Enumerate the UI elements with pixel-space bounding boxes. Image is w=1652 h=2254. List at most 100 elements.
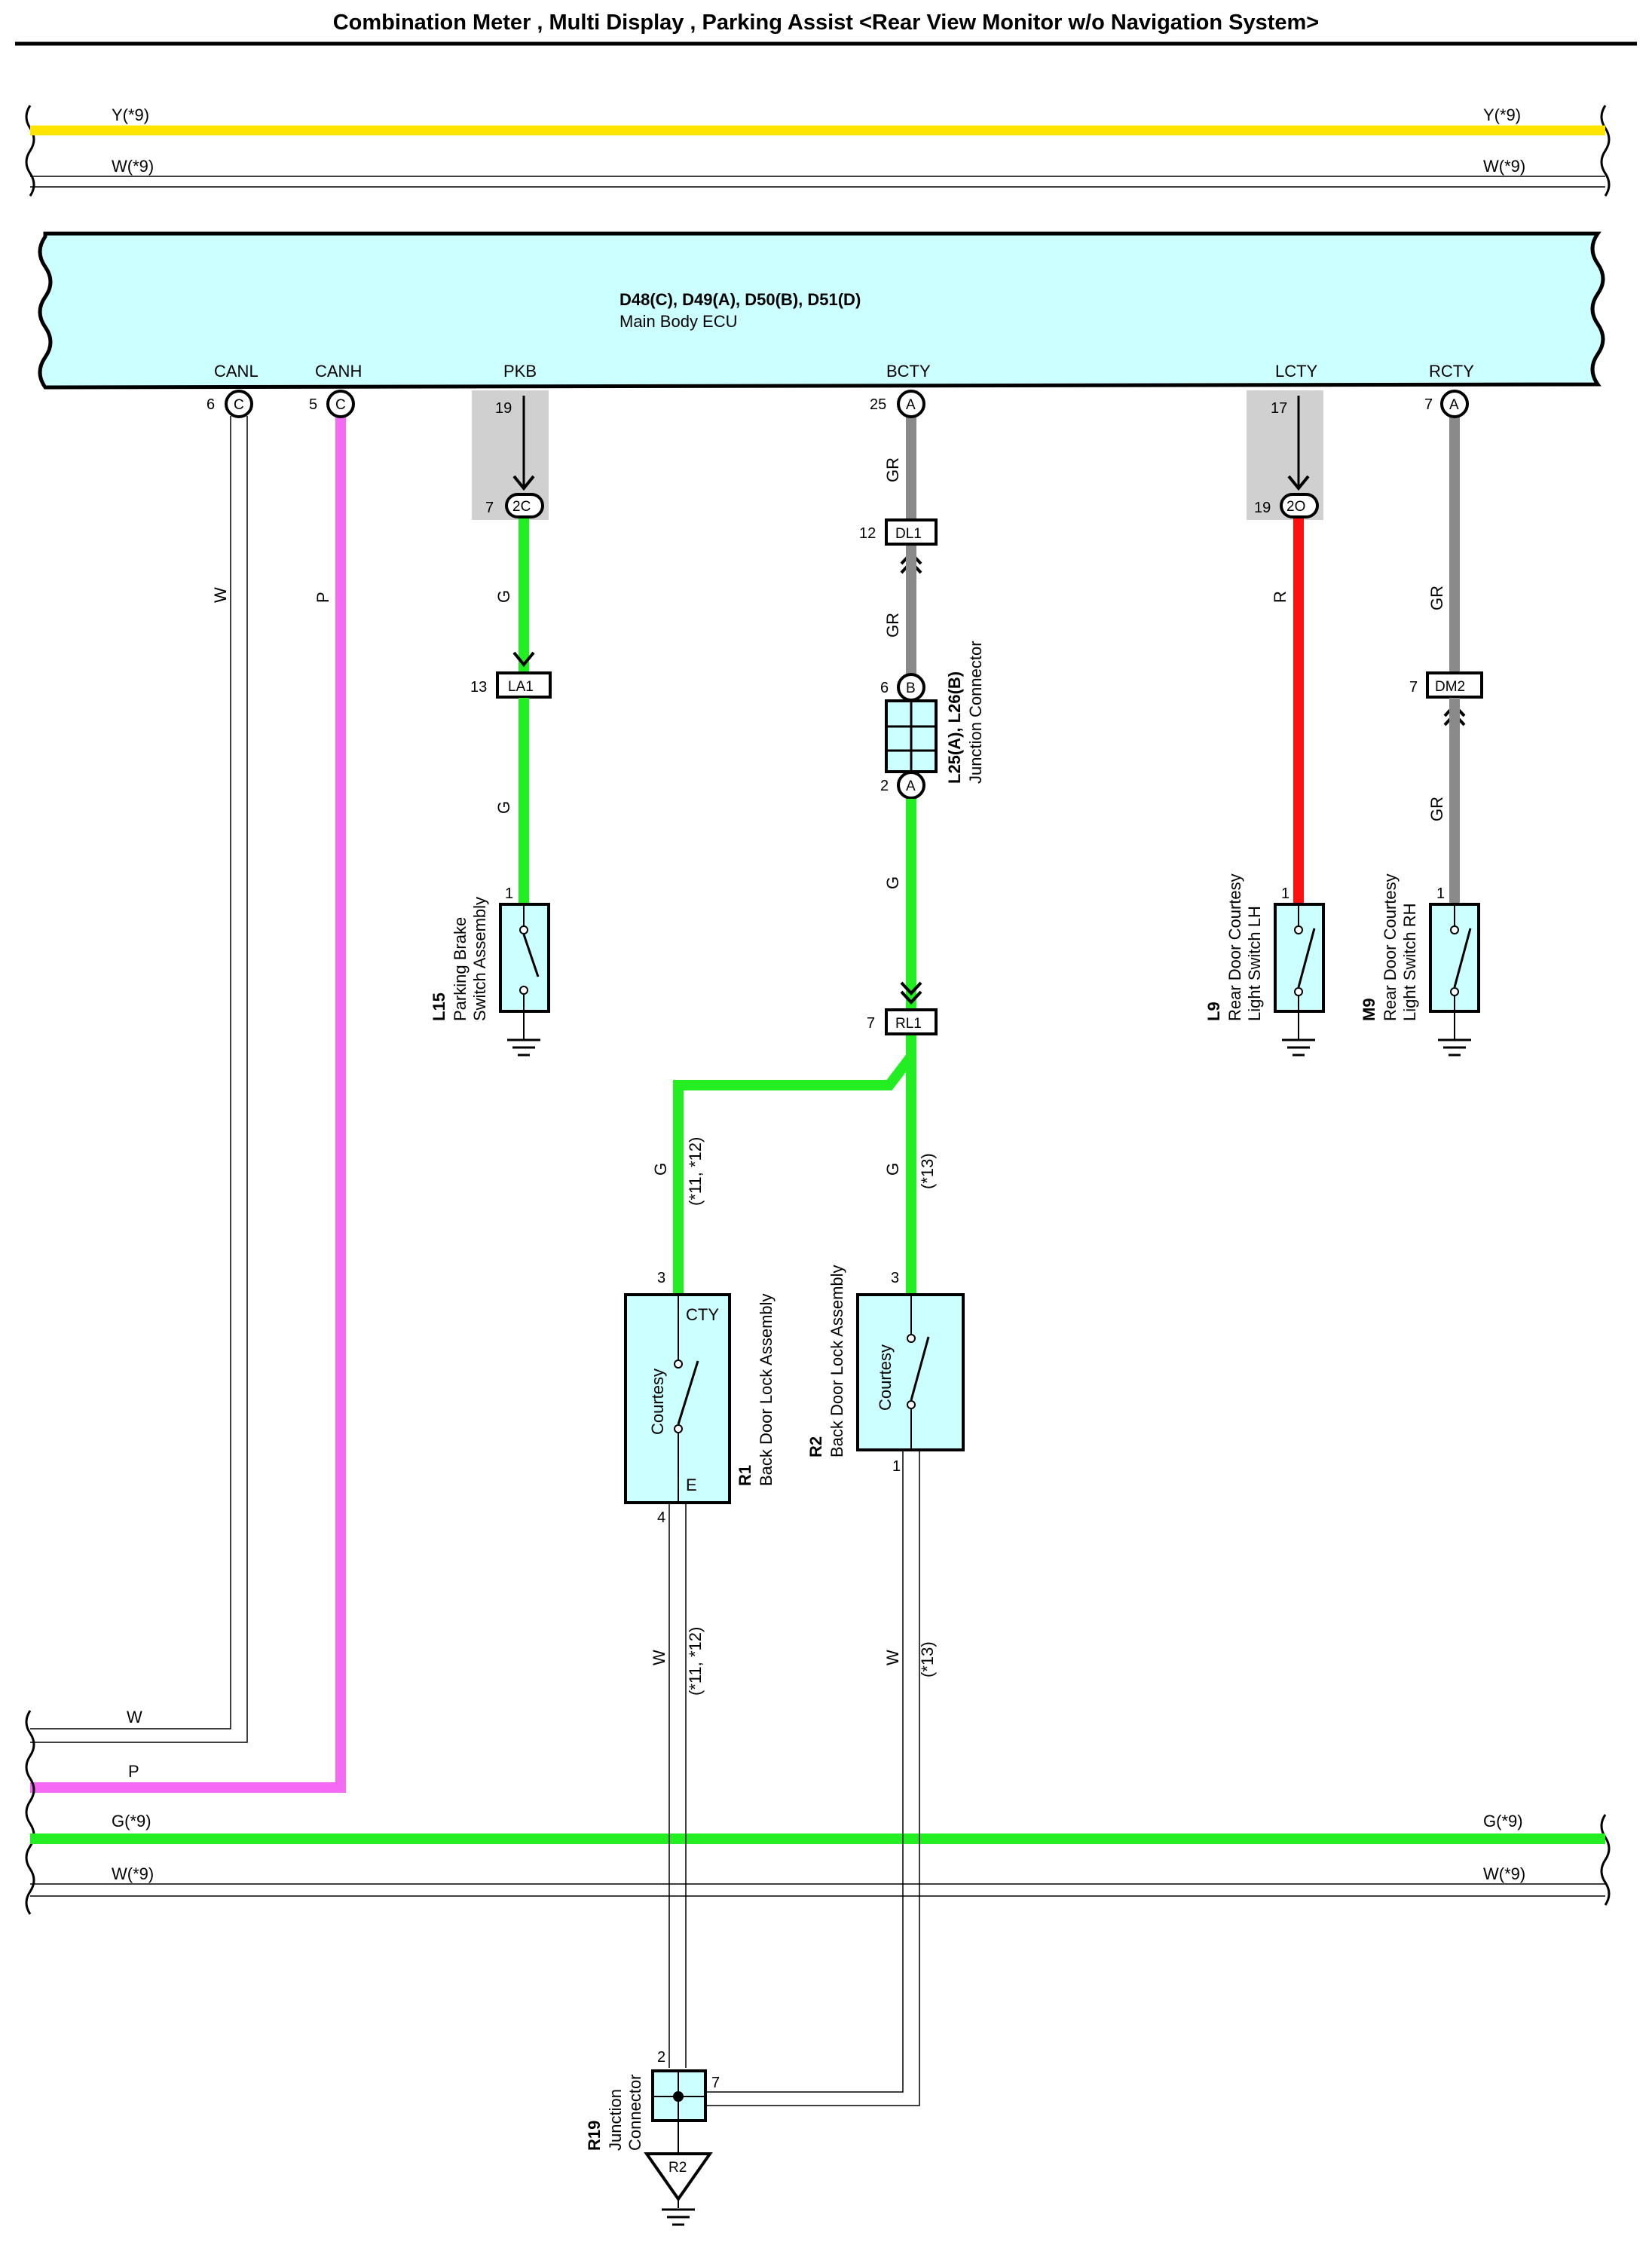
r1-c1 xyxy=(674,1359,683,1369)
r19-dot xyxy=(673,2091,684,2102)
r2-blade xyxy=(910,1336,930,1401)
code-m9: M9 xyxy=(1360,998,1378,1021)
r1-inner: Courtesy xyxy=(648,1369,667,1435)
break-mark-right-bottom xyxy=(1600,1814,1611,1906)
name-m9-1: Rear Door Courtesy xyxy=(1381,873,1400,1021)
pin-l9: 1 xyxy=(1281,885,1289,902)
canh-circuit: C 5 P xyxy=(30,390,355,1793)
wire-label-canl: W xyxy=(211,587,230,603)
connector-canl-letter: C xyxy=(234,397,244,413)
switch-l9-c2 xyxy=(1294,987,1303,996)
pin-pkb: 19 xyxy=(495,400,512,417)
switch-m9-blade xyxy=(1453,928,1472,988)
connector-rcty-letter: A xyxy=(1449,397,1459,413)
pin-r1-bot: 4 xyxy=(657,1509,665,1526)
connector-rl1 xyxy=(885,1008,938,1035)
connector-2c-label: 2C xyxy=(512,499,531,515)
switch-l9-blade xyxy=(1297,928,1316,988)
bcty-circuit: A 25 GR DL1 12 GR B 6 A 2 L25(A), L26(B)… xyxy=(651,390,985,1296)
pin-r19-b: 7 xyxy=(711,2075,720,2091)
ecu-body xyxy=(38,231,1605,390)
r2-inner: Courtesy xyxy=(876,1344,895,1411)
bus-label-w9-right: W(*9) xyxy=(1483,157,1525,176)
pin-lcty: 17 xyxy=(1271,400,1287,417)
top-bus: Y(*9) Y(*9) W(*9) W(*9) xyxy=(25,105,1611,197)
wire-label-r2-up-note: (*13) xyxy=(918,1153,937,1189)
code-l15: L15 xyxy=(430,992,448,1021)
wire-label-r1-down: W xyxy=(650,1650,668,1665)
wire-label-r2-down-note: (*13) xyxy=(918,1641,937,1678)
wire-label-r1-up: G xyxy=(651,1163,670,1176)
code-r19: R19 xyxy=(585,2121,604,2151)
r1-c2 xyxy=(674,1424,683,1433)
pin-jc-a: 2 xyxy=(880,778,889,794)
pin-jc-b: 6 xyxy=(880,680,889,696)
name-r19-1: Junction xyxy=(606,2089,625,2151)
wire-canh xyxy=(30,416,346,1793)
pkb-circuit: 19 2C 7 G LA1 13 G 1 L15 Parking Brake S… xyxy=(430,390,552,1057)
wire-canl-b xyxy=(30,416,248,1743)
bus-label-g9-left: G(*9) xyxy=(112,1812,151,1830)
wire-r2-gnd-a xyxy=(705,1450,904,2093)
name-l9-1: Rear Door Courtesy xyxy=(1225,873,1244,1021)
connector-jc-a-letter: A xyxy=(906,778,916,794)
name-r2: Back Door Lock Assembly xyxy=(828,1265,846,1457)
r1-term-e: E xyxy=(686,1476,697,1494)
wire-split-r1 xyxy=(673,1035,916,1296)
bus-label-y9-left: Y(*9) xyxy=(112,106,149,124)
pin-r19-a: 2 xyxy=(657,2049,665,2066)
bus-label-w: W xyxy=(127,1708,142,1726)
wire-label-bcty-3: G xyxy=(883,876,902,889)
main-body-ecu: D48(C), D49(A), D50(B), D51(D) Main Body… xyxy=(38,231,1605,390)
name-l15-2: Switch Assembly xyxy=(470,897,489,1021)
name-m9-2: Light Switch RH xyxy=(1400,903,1419,1021)
bus-label-y9-right: Y(*9) xyxy=(1483,106,1521,124)
connector-dm2-label: DM2 xyxy=(1435,679,1465,695)
connector-canh-letter: C xyxy=(335,397,346,413)
r2-c2 xyxy=(907,1400,916,1409)
r2-c1 xyxy=(907,1334,916,1343)
switch-m9-c1 xyxy=(1450,925,1459,934)
bus-label-w9-left: W(*9) xyxy=(112,157,154,176)
connector-jc-a xyxy=(897,771,925,800)
connector-la1-label: LA1 xyxy=(508,679,534,695)
connector-rl1-label: RL1 xyxy=(895,1016,922,1032)
switch-l9-c1 xyxy=(1294,925,1303,934)
ground-wires: W (*11, *12) W (*13) xyxy=(650,1450,937,2106)
name-l15-1: Parking Brake xyxy=(451,917,470,1021)
junction-code: L25(A), L26(B) xyxy=(945,671,964,784)
bottom-bus: W P G(*9) G(*9) W(*9) W(*9) xyxy=(25,1708,1611,1915)
connector-dl1 xyxy=(885,518,938,546)
canl-circuit: C 6 W xyxy=(30,390,253,1743)
wire-label-r2-up: G xyxy=(883,1163,902,1176)
terminal-canl: CANL xyxy=(214,362,259,381)
back-door-lock-r1: 3 CTY E Courtesy 4 R1 Back Door Lock Ass… xyxy=(624,1270,776,1526)
break-mark-left-top xyxy=(25,105,35,197)
arrow-rl1-2 xyxy=(900,990,922,1005)
pin-2c: 7 xyxy=(485,500,494,516)
pin-2o: 19 xyxy=(1254,500,1271,516)
arrow-lcty xyxy=(1287,475,1310,491)
connector-canh xyxy=(326,390,355,418)
wire-label-r2-down: W xyxy=(883,1650,902,1665)
wire-label-lcty: R xyxy=(1271,591,1289,603)
name-r1: Back Door Lock Assembly xyxy=(757,1293,776,1486)
break-mark-right-top xyxy=(1600,105,1611,197)
terminal-rcty: RCTY xyxy=(1429,362,1474,381)
pin-m9: 1 xyxy=(1436,885,1445,902)
switch-l15-c2 xyxy=(519,986,528,995)
wire-label-canh: P xyxy=(314,592,332,603)
wire-label-bcty-2: GR xyxy=(883,613,902,638)
bus-label-p: P xyxy=(128,1762,139,1781)
pin-r2-top: 3 xyxy=(891,1270,899,1286)
connector-2c xyxy=(505,493,544,518)
wire-r2-gnd-b xyxy=(705,1450,920,2106)
wire-label-pkb-2: G xyxy=(494,801,513,814)
ecu-name: Main Body ECU xyxy=(620,312,738,331)
connector-dl1-label: DL1 xyxy=(895,526,922,542)
r1-term-cty: CTY xyxy=(686,1305,719,1324)
pin-bcty: 25 xyxy=(870,396,886,413)
junction-name: Junction Connector xyxy=(966,641,985,784)
pin-canl: 6 xyxy=(206,396,215,413)
